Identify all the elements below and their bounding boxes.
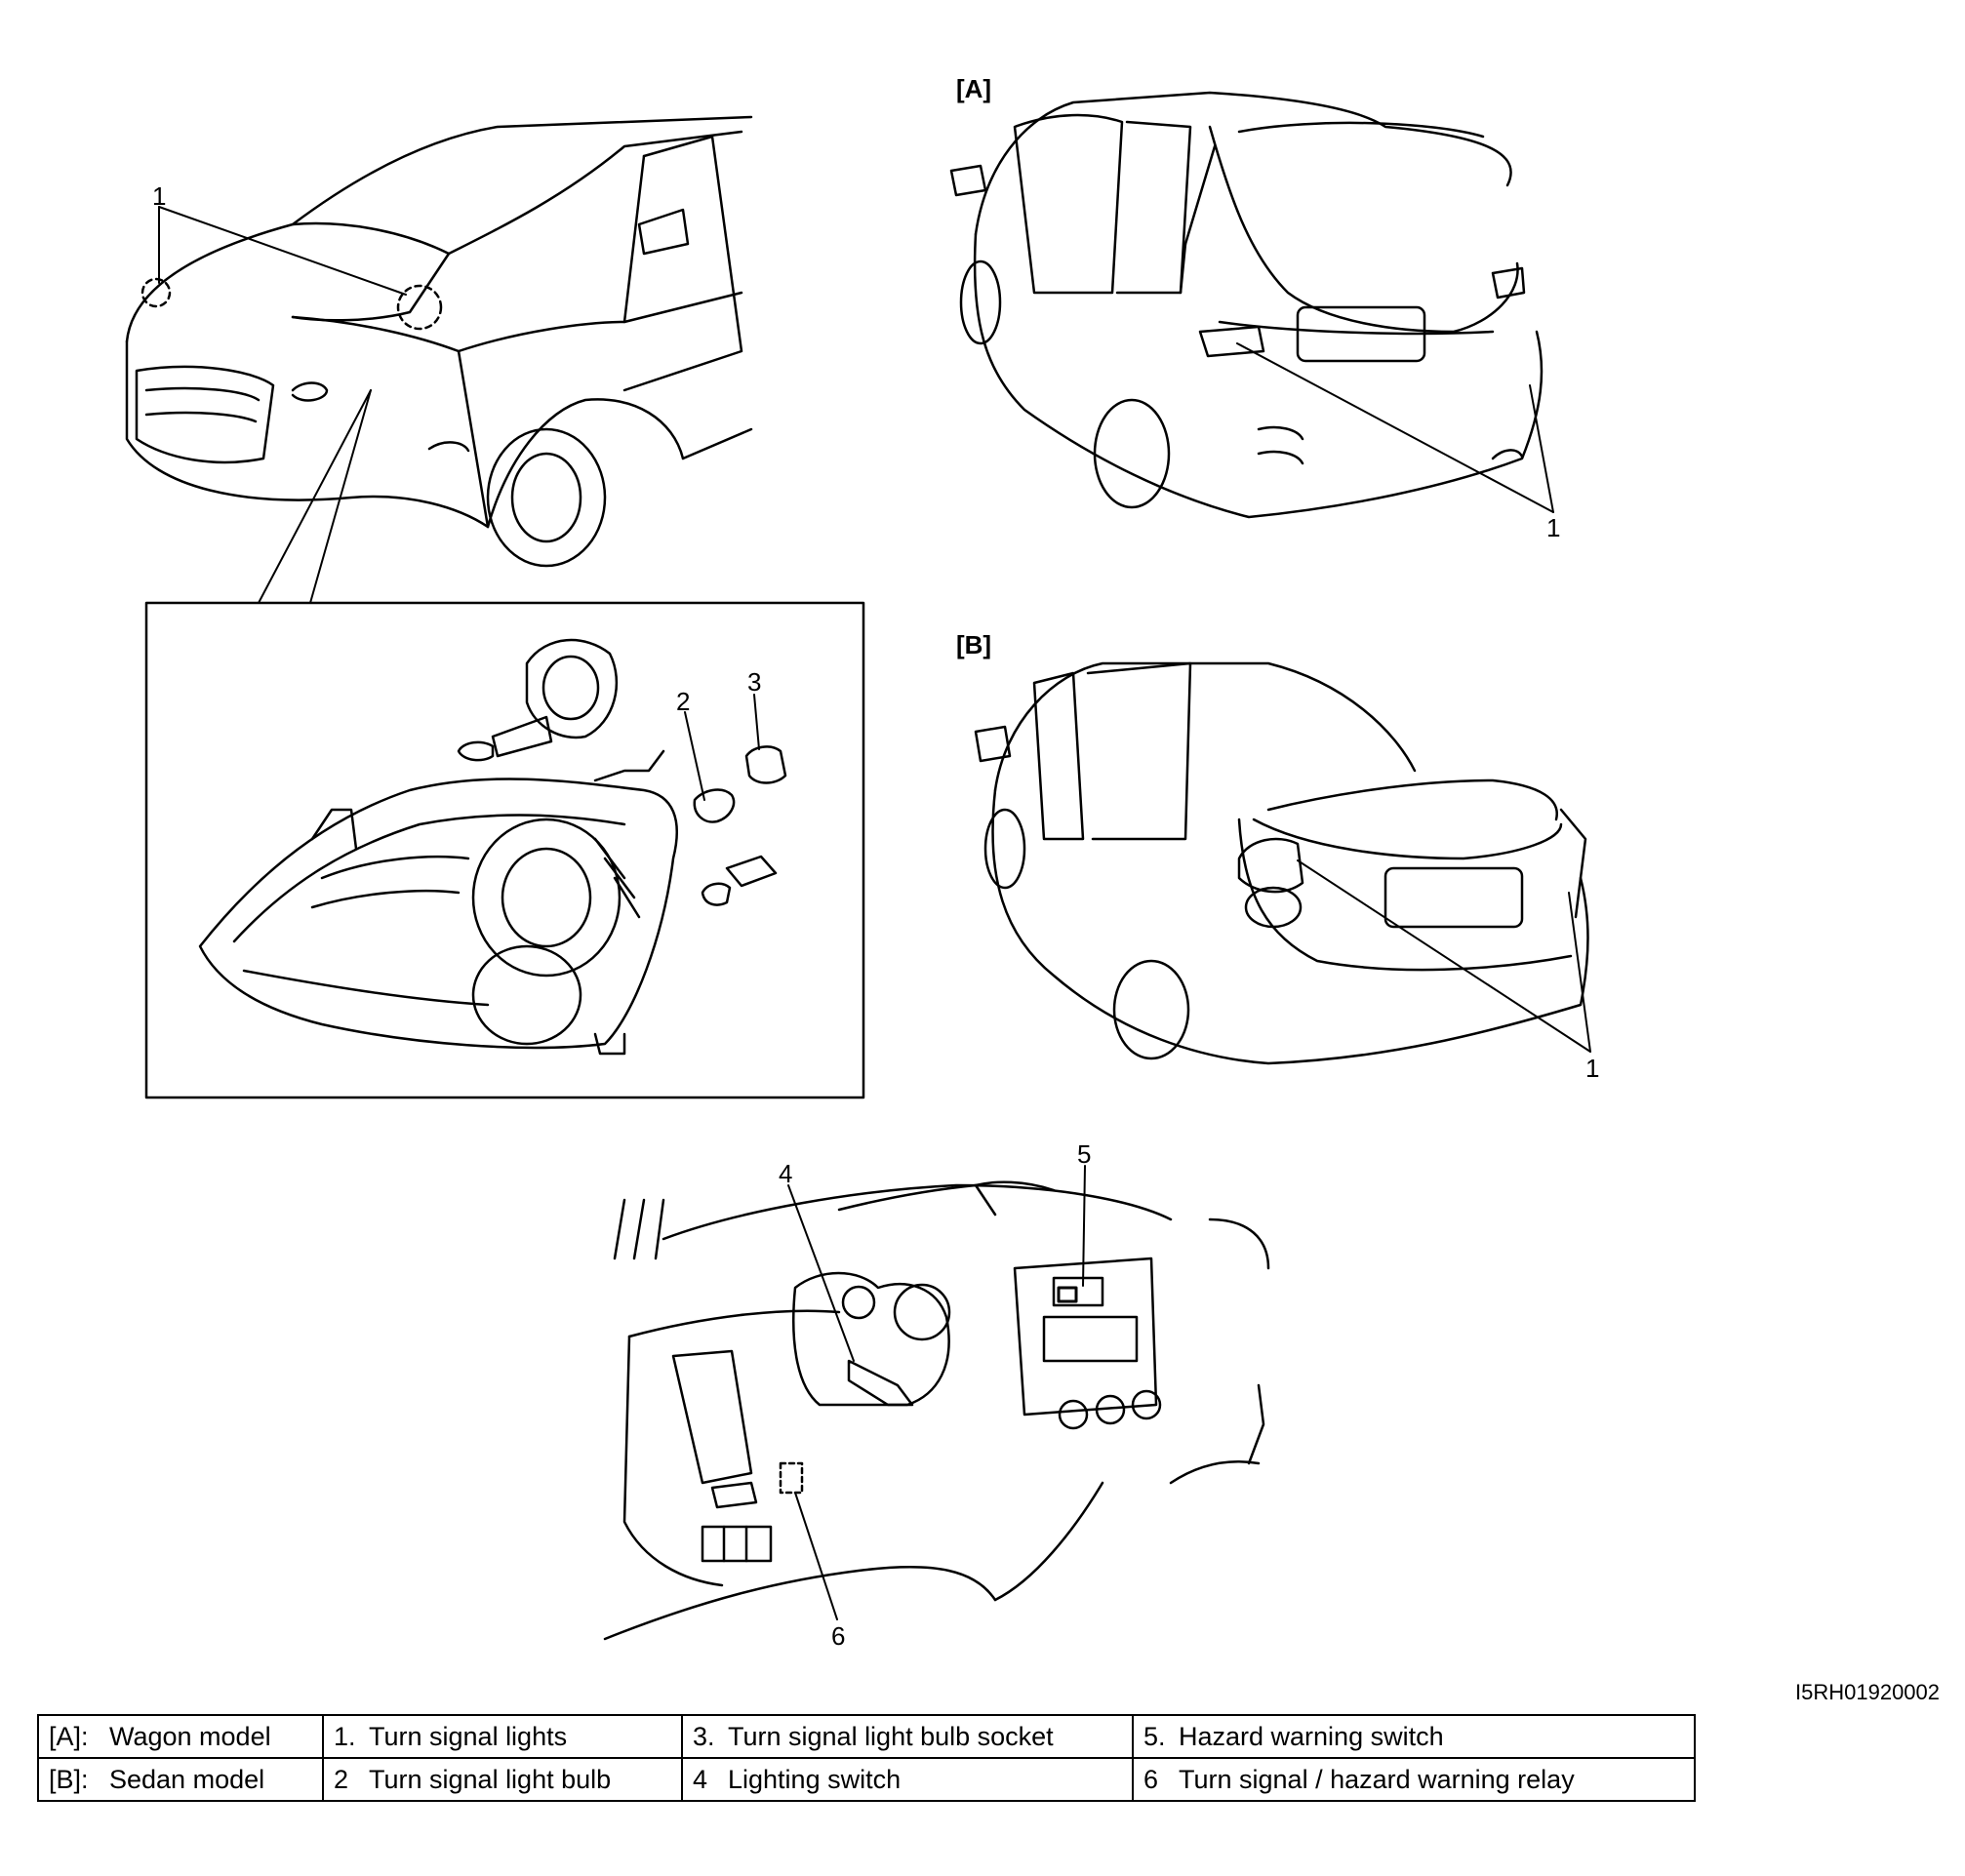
wagon-rear-illustration xyxy=(949,91,1544,519)
dashboard-illustration xyxy=(603,1180,1270,1641)
bulb-socket-part xyxy=(593,745,787,906)
legend-cell: 5.Hazard warning switch xyxy=(1132,1714,1696,1759)
callout-6-relay: 6 xyxy=(831,1621,845,1651)
headlamp-detail-frame xyxy=(144,601,865,1099)
legend-cell: [B]:Sedan model xyxy=(37,1757,324,1802)
callout-2-bulb: 2 xyxy=(676,687,690,716)
turn-bulb-part xyxy=(693,788,736,823)
legend-cell: 1.Turn signal lights xyxy=(322,1714,683,1759)
leader-lines-front xyxy=(158,206,407,604)
front-car-illustration xyxy=(125,115,753,568)
sedan-view-tag: [B] xyxy=(956,630,991,659)
headlamp-assembly xyxy=(198,778,678,1056)
headlamp-bulb-and-cap xyxy=(457,638,619,762)
callout-1-wagon: 1 xyxy=(1546,513,1560,542)
callout-1-sedan: 1 xyxy=(1585,1054,1599,1083)
legend-table: [A]:Wagon model 1.Turn signal lights 3.T… xyxy=(37,1714,1696,1802)
legend-row: [A]:Wagon model 1.Turn signal lights 3.T… xyxy=(37,1714,1696,1759)
legend-cell: [A]:Wagon model xyxy=(37,1714,324,1759)
legend-cell: 3.Turn signal light bulb socket xyxy=(681,1714,1134,1759)
sedan-rear-illustration xyxy=(974,661,1589,1065)
callout-3-socket: 3 xyxy=(747,667,761,697)
callout-4-lighting-switch: 4 xyxy=(779,1159,792,1188)
leader-lines-inset xyxy=(684,694,760,801)
callout-5-hazard-switch: 5 xyxy=(1077,1139,1091,1169)
callout-1-front: 1 xyxy=(152,181,166,211)
leader-lines-wagon xyxy=(1236,342,1554,513)
wagon-view-tag: [A] xyxy=(956,74,991,103)
leader-lines-dashboard xyxy=(787,1165,1086,1620)
leader-lines-sedan xyxy=(1297,859,1591,1053)
figure-code: I5RH01920002 xyxy=(1795,1680,1941,1704)
